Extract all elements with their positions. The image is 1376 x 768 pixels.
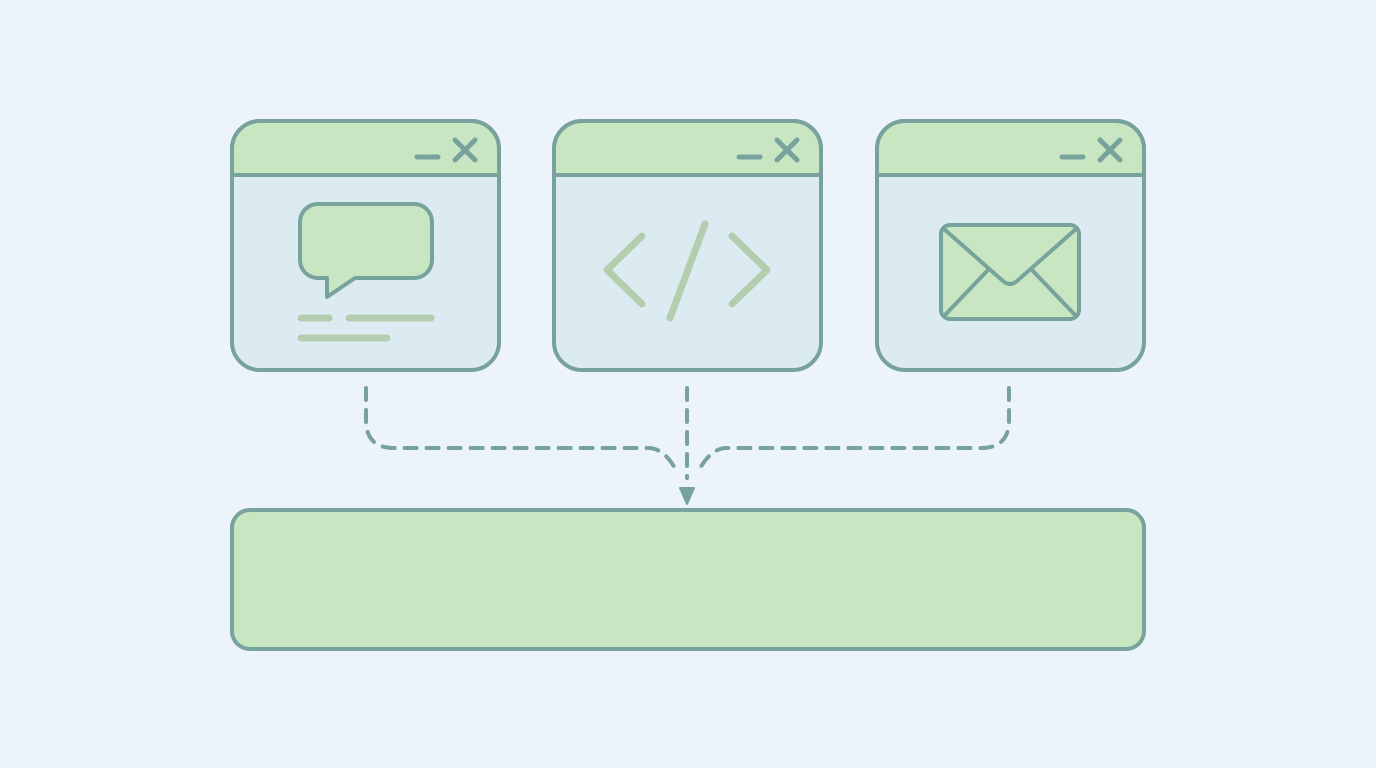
target-panel <box>230 508 1146 651</box>
close-icon <box>1097 137 1123 163</box>
text-lines-icon <box>297 314 435 342</box>
code-window <box>552 119 823 372</box>
mail-window <box>875 119 1146 372</box>
code-icon <box>603 220 771 322</box>
chat-window <box>230 119 501 372</box>
close-icon <box>774 137 800 163</box>
envelope-icon <box>939 223 1081 321</box>
connector-lines <box>364 386 1011 480</box>
chat-bubble-icon <box>298 202 434 299</box>
close-icon <box>452 137 478 163</box>
arrowhead-icon <box>679 487 695 505</box>
